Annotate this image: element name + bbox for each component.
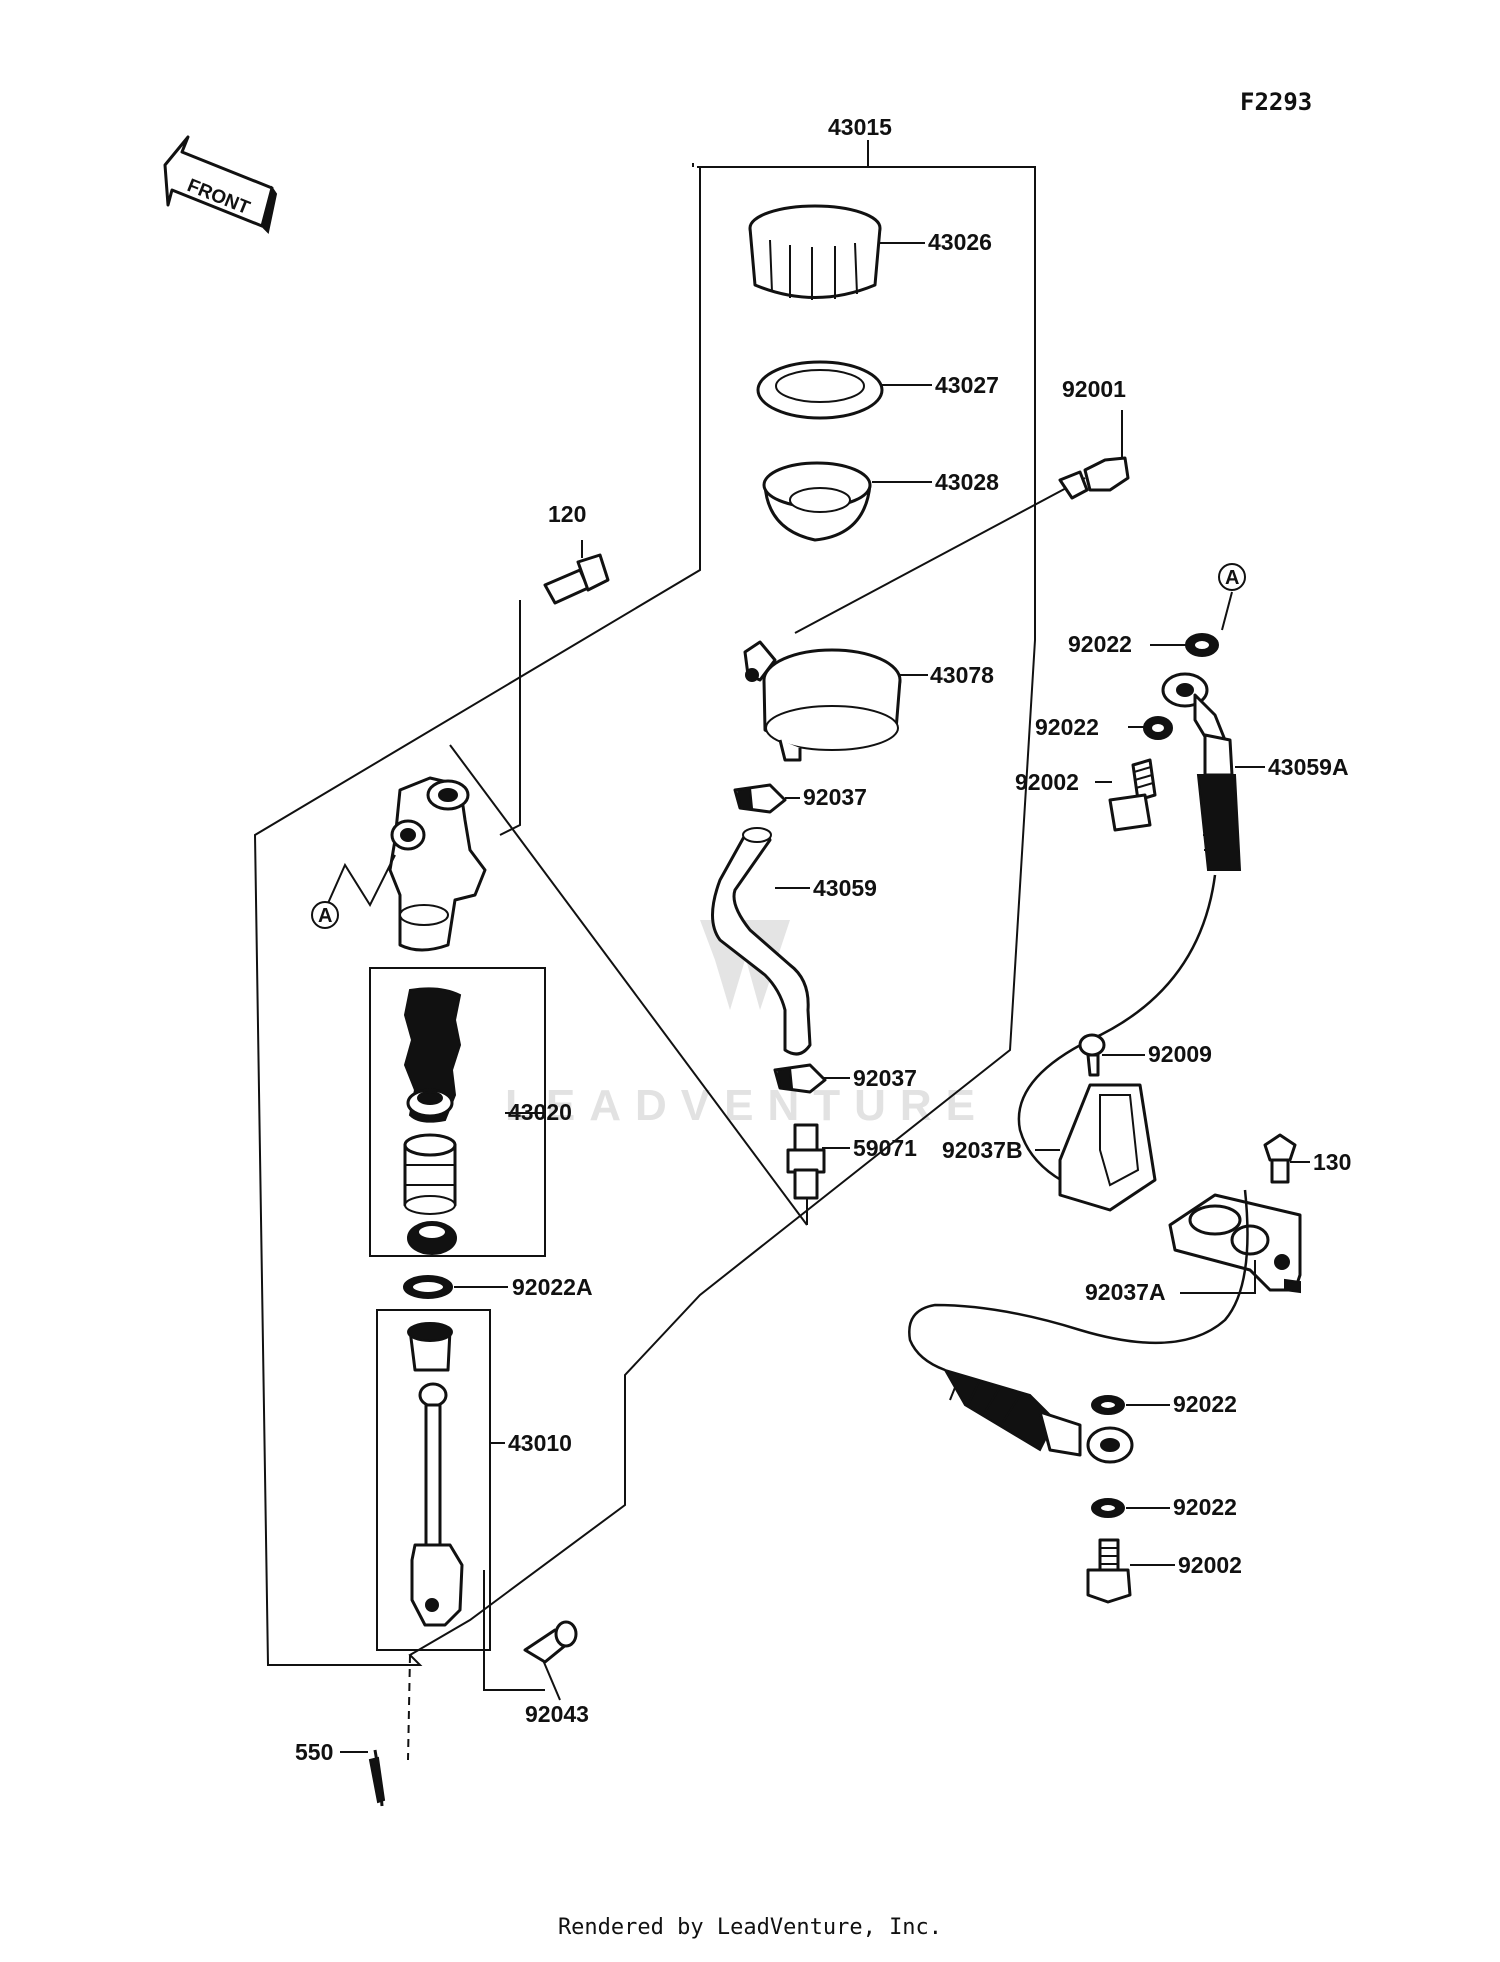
label-92037A: 92037A	[1085, 1279, 1166, 1305]
label-92022-top: 92022	[1068, 631, 1132, 657]
bolt-130	[1263, 1133, 1297, 1184]
watermark-text: LEADVENTURE	[505, 1081, 989, 1130]
cotter-pin-550	[368, 1749, 386, 1807]
brake-hose-lower-end	[942, 1368, 1134, 1464]
label-92022-lower1: 92022	[1173, 1391, 1237, 1417]
circlip-92022A	[403, 1275, 453, 1299]
diaphragm-43028	[762, 461, 872, 542]
washer-92022-lower1	[1091, 1395, 1125, 1415]
diagram-id: F2293	[1240, 88, 1312, 116]
banjo-bolt-92002-top	[1108, 758, 1157, 832]
master-cylinder-body	[388, 776, 487, 952]
label-92002-bottom: 92002	[1178, 1552, 1242, 1578]
pin-92043	[523, 1620, 578, 1664]
label-43028: 43028	[935, 469, 999, 495]
bolt-120	[543, 553, 610, 605]
bolt-92001	[1058, 456, 1130, 500]
label-92043: 92043	[525, 1701, 589, 1727]
banjo-bolt-92002-bottom	[1086, 1538, 1132, 1604]
hose-guide-92037B	[1058, 1083, 1157, 1212]
ref-marker-a-left	[311, 901, 339, 929]
front-arrow-icon: FRONT	[163, 135, 278, 235]
clamp-92037-top	[733, 783, 787, 814]
label-92022-lower2: 92022	[1173, 1494, 1237, 1520]
ref-marker-a-left-label: A	[318, 905, 332, 927]
screw-92009	[1078, 1033, 1106, 1077]
label-92022-mid: 92022	[1035, 714, 1099, 740]
hose-43059	[711, 827, 812, 1056]
kit-box-43010	[376, 1309, 491, 1651]
label-92037-bottom: 92037	[853, 1065, 917, 1091]
reservoir-43078	[743, 640, 902, 762]
label-92022A: 92022A	[512, 1274, 593, 1300]
label-43020: 43020	[508, 1099, 572, 1125]
washer-92022-top	[1185, 633, 1219, 657]
label-92037-top: 92037	[803, 784, 867, 810]
clamp-92037-bottom	[773, 1063, 827, 1094]
label-43059: 43059	[813, 875, 877, 901]
label-92002-top: 92002	[1015, 769, 1079, 795]
bracket-92037A	[1168, 1193, 1302, 1294]
label-130: 130	[1313, 1149, 1351, 1175]
part-labels: 43015 43026 43027 43028 92001 120 43078 …	[295, 114, 1351, 1765]
label-43059A: 43059A	[1268, 754, 1349, 780]
assembly-frame	[253, 163, 1036, 1666]
label-59071: 59071	[853, 1135, 917, 1161]
label-43026: 43026	[928, 229, 992, 255]
label-120: 120	[548, 501, 586, 527]
piston-kit-43020	[403, 987, 462, 1255]
label-43078: 43078	[930, 662, 994, 688]
fitting-59071	[786, 1123, 826, 1200]
ref-marker-a-right-label: A	[1225, 567, 1239, 589]
label-550: 550	[295, 1739, 333, 1765]
hose-line-upper	[1017, 874, 1217, 1187]
label-43027: 43027	[935, 372, 999, 398]
push-rod-43010	[407, 1322, 464, 1627]
washer-92022-mid	[1143, 716, 1173, 740]
label-92001: 92001	[1062, 376, 1126, 402]
footer-credit: Rendered by LeadVenture, Inc.	[557, 1915, 943, 1940]
label-92009: 92009	[1148, 1041, 1212, 1067]
washer-92022-lower2	[1091, 1498, 1125, 1518]
brake-hose-43059A	[1161, 672, 1242, 871]
label-92037B: 92037B	[942, 1137, 1023, 1163]
label-43015: 43015	[828, 114, 892, 140]
label-43010: 43010	[508, 1430, 572, 1456]
leader-lines	[340, 242, 1310, 1753]
reservoir-cap-43026	[748, 204, 882, 300]
hose-line-lower	[908, 1189, 1249, 1372]
diaphragm-plate-43027	[756, 360, 884, 420]
ref-marker-a-right	[1218, 563, 1246, 591]
